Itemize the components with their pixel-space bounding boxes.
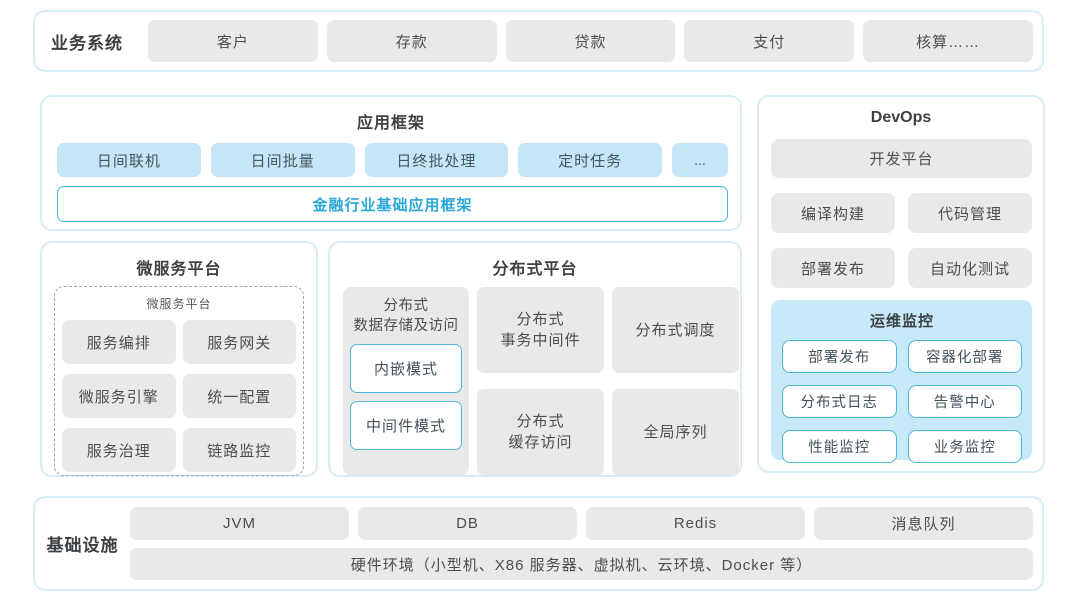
microservice-platform-panel: 微服务平台 微服务平台 服务编排 服务网关 微服务引擎 统一配置 服务治理 链路… [40, 241, 318, 477]
distributed-transaction-box: 分布式 事务中间件 [477, 287, 604, 373]
infra-db: DB [358, 507, 577, 540]
global-sequence-box: 全局序列 [612, 389, 739, 475]
infra-jvm: JVM [130, 507, 349, 540]
distributed-scheduling-box: 分布式调度 [612, 287, 739, 373]
infra-message-queue: 消息队列 [814, 507, 1033, 540]
app-framework-panel: 应用框架 日间联机 日间批量 日终批处理 定时任务 ... 金融行业基础应用框架 [40, 95, 742, 231]
dev-platform-box: 开发平台 [771, 139, 1032, 178]
module-daytime-batch: 日间批量 [210, 143, 355, 177]
infra-redis: Redis [586, 507, 805, 540]
mon-distributed-logging: 分布式日志 [782, 385, 897, 418]
devops-panel: DevOps 开发平台 编译构建 代码管理 部署发布 自动化测试 运维监控 部署… [757, 95, 1045, 473]
distributed-platform-panel: 分布式平台 分布式 数据存储及访问 内嵌模式 中间件模式 分布式 事务中间件 分… [328, 241, 742, 477]
mon-alert-center: 告警中心 [907, 385, 1022, 418]
business-systems-panel: 业务系统 客户 存款 贷款 支付 核算…… [33, 10, 1044, 72]
microservice-inner-title: 微服务平台 [146, 297, 212, 311]
distributed-storage-title: 分布式 数据存储及访问 [353, 298, 459, 334]
module-eod-batch: 日终批处理 [364, 143, 509, 177]
infrastructure-content: JVM DB Redis 消息队列 硬件环境（小型机、X86 服务器、虚拟机、云… [130, 507, 1033, 580]
ms-item-engine: 微服务引擎 [62, 374, 176, 418]
distributed-cache-box: 分布式 缓存访问 [477, 389, 604, 475]
ms-item-gateway: 服务网关 [182, 320, 296, 364]
module-more: ... [672, 143, 728, 177]
ops-monitoring-title: 运维监控 [869, 313, 934, 330]
microservice-grid: 服务编排 服务网关 微服务引擎 统一配置 服务治理 链路监控 [62, 320, 296, 472]
ms-item-governance: 服务治理 [62, 428, 176, 472]
distributed-platform-title: 分布式平台 [492, 261, 578, 278]
microservice-platform-title: 微服务平台 [136, 261, 222, 278]
business-item-accounting: 核算…… [863, 20, 1033, 62]
app-framework-modules: 日间联机 日间批量 日终批处理 定时任务 ... [57, 143, 728, 177]
ops-monitoring-panel: 运维监控 部署发布 容器化部署 分布式日志 告警中心 性能监控 业务监控 [771, 300, 1032, 463]
distributed-content: 分布式 数据存储及访问 内嵌模式 中间件模式 分布式 事务中间件 分布式 缓存访… [343, 287, 739, 475]
devops-content: 开发平台 编译构建 代码管理 部署发布 自动化测试 运维监控 部署发布 容器化部… [771, 139, 1032, 463]
mon-deploy-release: 部署发布 [782, 340, 897, 373]
infrastructure-label: 基础设施 [46, 536, 119, 555]
infrastructure-row: JVM DB Redis 消息队列 [130, 507, 1033, 540]
storage-mode-middleware: 中间件模式 [350, 401, 462, 451]
distributed-storage-box: 分布式 数据存储及访问 内嵌模式 中间件模式 [343, 287, 469, 475]
hardware-environment-bar: 硬件环境（小型机、X86 服务器、虚拟机、云环境、Docker 等） [130, 548, 1033, 580]
module-scheduled-tasks: 定时任务 [518, 143, 662, 177]
financial-base-framework-box: 金融行业基础应用框架 [57, 186, 728, 222]
business-systems-label: 业务系统 [51, 33, 123, 53]
tool-code-management: 代码管理 [908, 193, 1032, 233]
app-framework-title: 应用框架 [356, 115, 425, 132]
ms-item-tracing: 链路监控 [182, 428, 296, 472]
distributed-middle-column: 分布式 事务中间件 分布式 缓存访问 [477, 287, 604, 475]
devops-tool-row-1: 编译构建 代码管理 [771, 193, 1032, 233]
tool-deploy-release: 部署发布 [771, 248, 895, 288]
ms-item-orchestration: 服务编排 [62, 320, 176, 364]
business-item-payment: 支付 [684, 20, 855, 62]
mon-business: 业务监控 [907, 430, 1022, 463]
distributed-right-column: 分布式调度 全局序列 [612, 287, 739, 475]
mon-performance: 性能监控 [782, 430, 897, 463]
business-item-deposit: 存款 [326, 20, 497, 62]
ops-monitoring-grid: 部署发布 容器化部署 分布式日志 告警中心 性能监控 业务监控 [782, 340, 1022, 463]
devops-title: DevOps [870, 109, 932, 126]
tool-automated-testing: 自动化测试 [908, 248, 1032, 288]
tool-build: 编译构建 [771, 193, 895, 233]
storage-mode-embedded: 内嵌模式 [350, 344, 462, 394]
business-item-loan: 贷款 [505, 20, 676, 62]
module-daytime-online: 日间联机 [57, 143, 201, 177]
ms-item-config: 统一配置 [182, 374, 296, 418]
infrastructure-panel: 基础设施 JVM DB Redis 消息队列 硬件环境（小型机、X86 服务器、… [33, 496, 1044, 591]
mon-container-deploy: 容器化部署 [907, 340, 1022, 373]
devops-tool-row-2: 部署发布 自动化测试 [771, 248, 1032, 288]
microservice-inner-group: 微服务平台 服务编排 服务网关 微服务引擎 统一配置 服务治理 链路监控 [54, 286, 304, 476]
business-item-customer: 客户 [148, 20, 318, 62]
